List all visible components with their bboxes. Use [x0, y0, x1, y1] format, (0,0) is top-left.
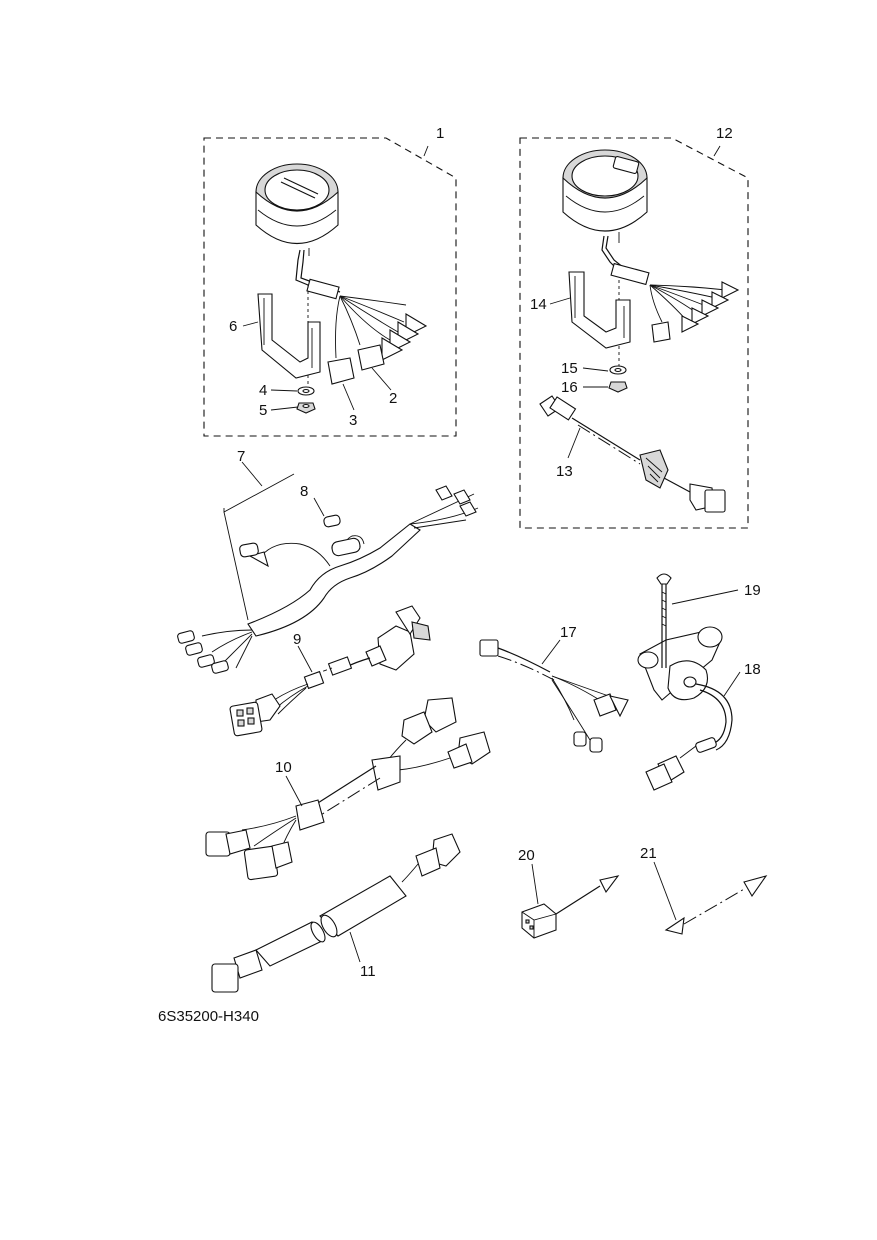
callout-6: 6: [229, 318, 237, 335]
callout-7: 7: [237, 448, 245, 465]
gauge-1: [255, 163, 339, 256]
callout-2: 2: [389, 390, 397, 407]
assembly-group-1: [203, 137, 457, 437]
harness-7: [177, 461, 479, 674]
callout-3: 3: [349, 412, 357, 429]
callout-13: 13: [556, 463, 573, 480]
callout-15: 15: [561, 360, 578, 377]
harness-10: [205, 697, 491, 881]
callout-18: 18: [744, 661, 761, 678]
callout-20: 20: [518, 847, 535, 864]
diagram-code: 6S35200-H340: [158, 1008, 259, 1025]
gauge-12: [562, 149, 648, 243]
callout-10: 10: [275, 759, 292, 776]
harness-17: [479, 639, 629, 753]
callout-1: 1: [436, 125, 444, 142]
callout-12: 12: [716, 125, 733, 142]
callout-labels: 1 2 3 4 5 6 7 8 9 10 11 12 13 14 15 16 1…: [229, 125, 761, 980]
callout-4: 4: [259, 382, 267, 399]
terminal-21: [653, 861, 768, 935]
harness-11: [211, 833, 461, 993]
callout-17: 17: [560, 624, 577, 641]
callout-11: 11: [360, 963, 376, 980]
harness-9: [229, 605, 431, 737]
callout-14: 14: [530, 296, 547, 313]
callout-21: 21: [640, 845, 657, 862]
terminal-20: [521, 863, 620, 939]
callout-16: 16: [561, 379, 578, 396]
callout-5: 5: [259, 402, 267, 419]
callout-19: 19: [744, 582, 761, 599]
assembly-group-12: [519, 137, 749, 529]
callout-8: 8: [300, 483, 308, 500]
callout-9: 9: [293, 631, 301, 648]
sensor-18-19: [637, 573, 741, 791]
